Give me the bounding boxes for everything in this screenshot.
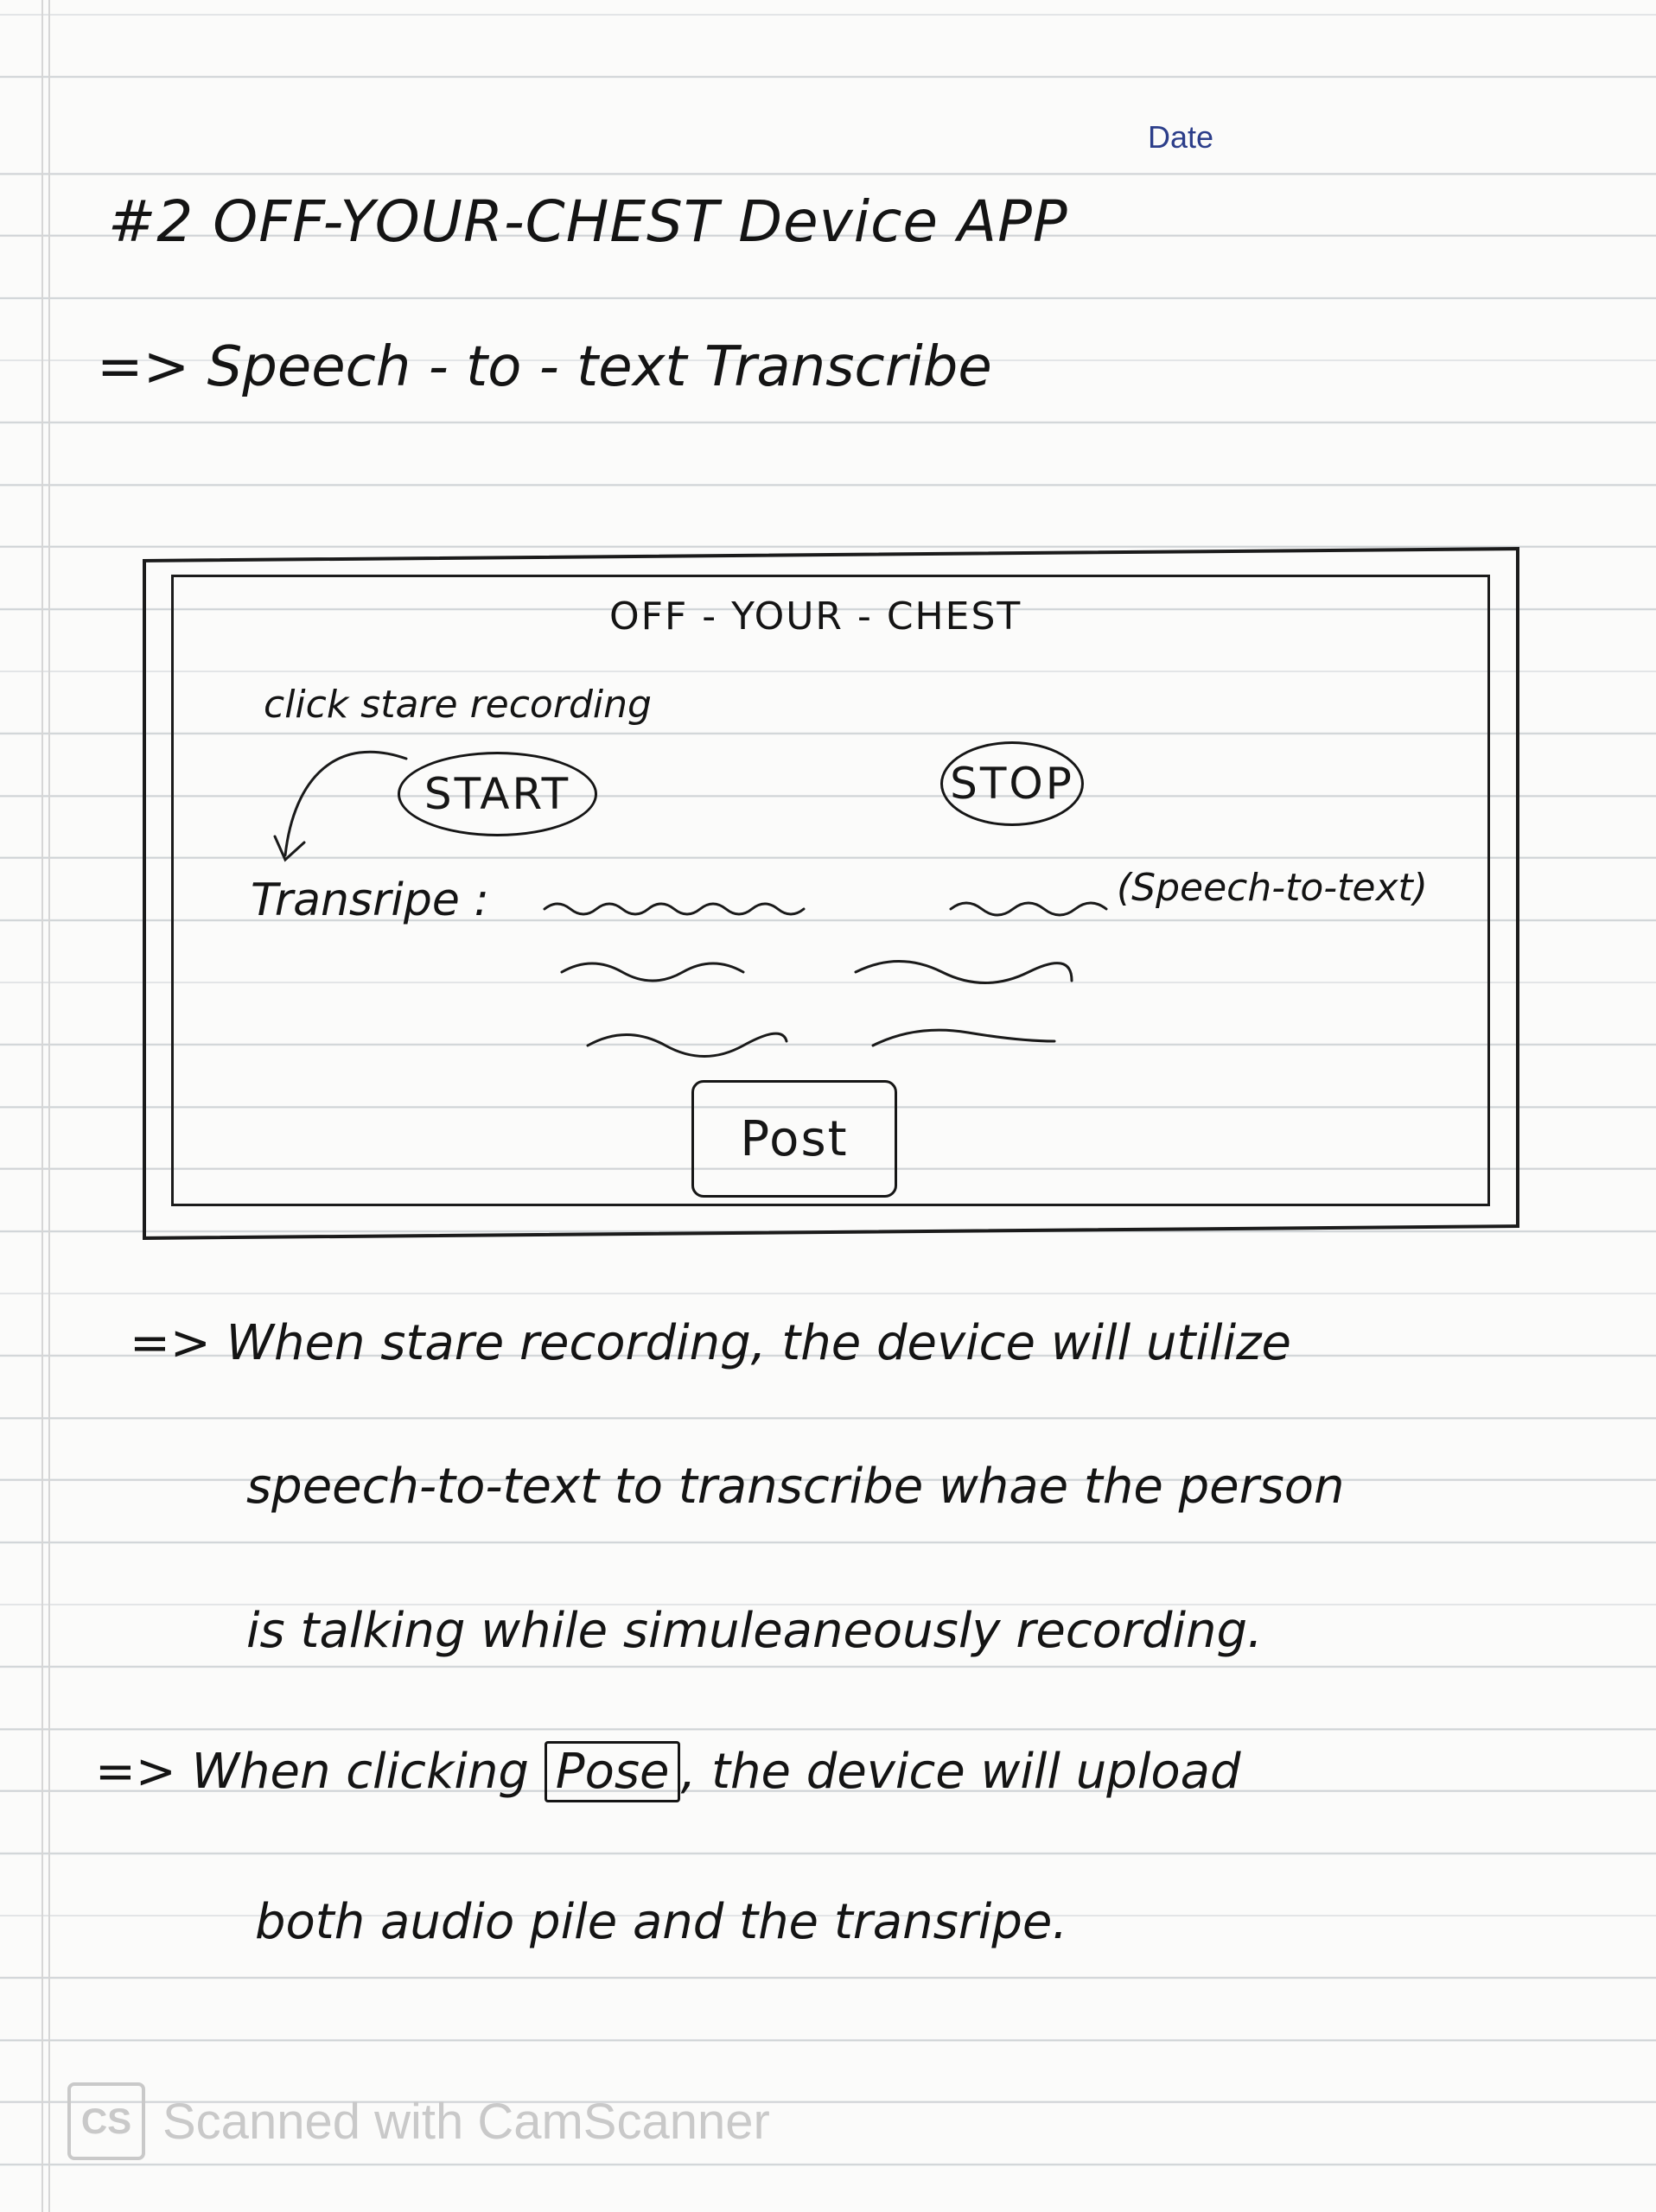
page-title: #2 OFF-YOUR-CHEST Device APP [108,188,1068,255]
stop-button[interactable]: STOP [940,741,1084,826]
placeholder-scribble-line [871,1028,1056,1047]
notes-line-2: speech-to-text to transcribe whae the pe… [246,1459,1345,1515]
notes-line-3: is talking while simuleaneously recordin… [246,1603,1263,1659]
start-button[interactable]: START [398,752,597,836]
date-label: Date [1148,119,1214,155]
speech-to-text-note: (Speech-to-text) [1117,866,1428,910]
transcribe-label: Transripe : [251,874,489,926]
notes-line-4-prefix: => When clicking [95,1744,529,1800]
arrow-head-icon [273,835,306,862]
notes-line-1: => When stare recording, the device will… [130,1315,1291,1371]
sketch-hint-text: click stare recording [264,683,652,727]
camscanner-watermark: CS Scanned with CamScanner [67,2082,770,2160]
watermark-text: Scanned with CamScanner [162,2093,770,2150]
placeholder-scribble-line [854,960,1073,984]
placeholder-scribble-line [949,901,1108,917]
left-margin-line [41,0,43,2212]
sketch-frame-inner [171,575,1490,1206]
placeholder-scribble-line [560,962,745,982]
page-subtitle: => Speech - to - text Transcribe [97,335,992,399]
placeholder-scribble-line [586,1032,788,1058]
notes-line-5: both audio pile and the transripe. [255,1894,1068,1950]
post-button[interactable]: Post [691,1080,897,1198]
curved-arrow-icon [283,750,408,857]
camscanner-logo-icon: CS [67,2082,145,2160]
notes-line-4-suffix: , the device will upload [680,1744,1241,1800]
boxed-post-word: Pose [544,1741,681,1802]
placeholder-scribble-line [543,902,806,916]
notes-line-4: => When clicking Pose, the device will u… [95,1741,1241,1802]
left-margin-line-2 [48,0,50,2212]
sketch-app-title: OFF - YOUR - CHEST [609,594,1022,639]
